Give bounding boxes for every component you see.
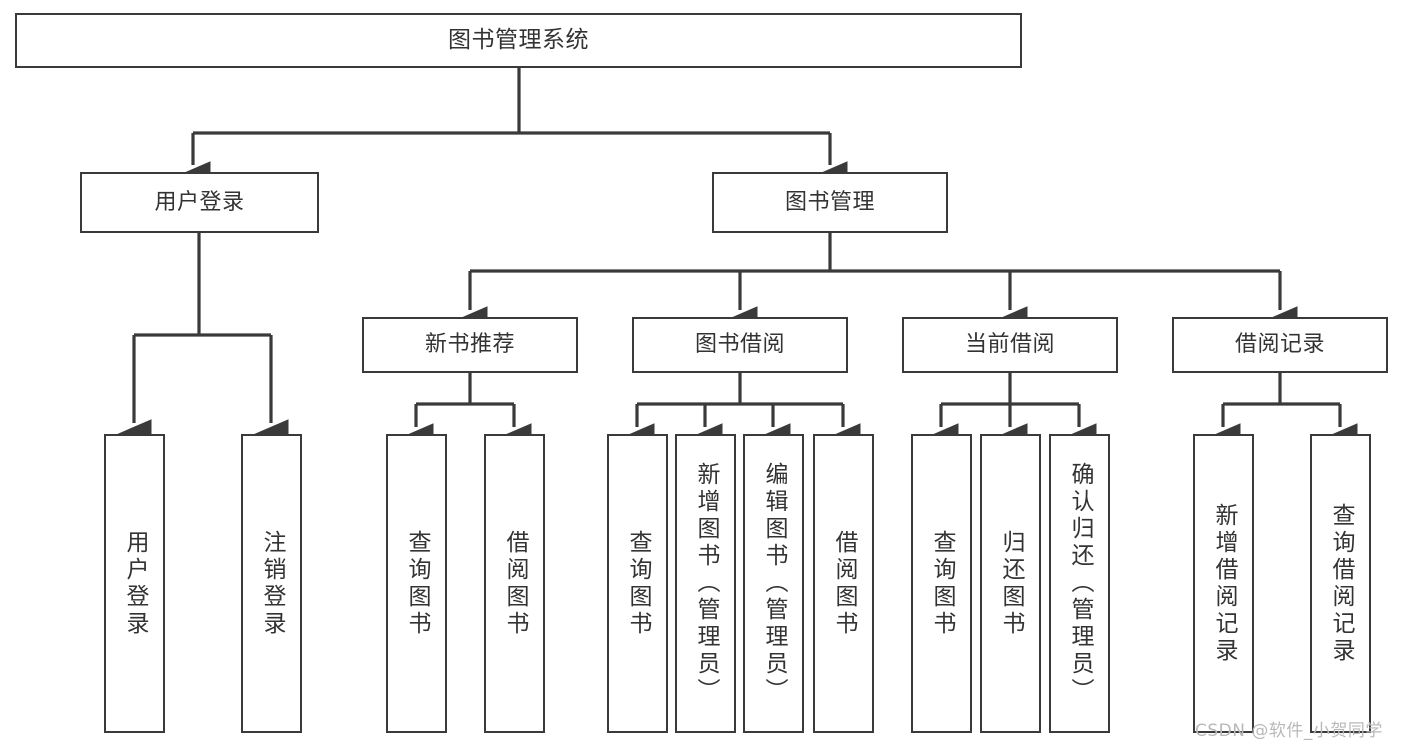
node-leaf-query-book-1[interactable]: 查询图书: [386, 434, 447, 733]
node-leaf-borrow-book-1[interactable]: 借阅图书: [484, 434, 545, 733]
node-new-book-recommend[interactable]: 新书推荐: [362, 317, 578, 373]
node-leaf-add-book[interactable]: 新增图书（管理员）: [675, 434, 736, 733]
node-label: 查询图书: [625, 529, 651, 638]
node-root-system[interactable]: 图书管理系统: [15, 13, 1022, 68]
node-label: 编辑图书（管理员）: [761, 462, 787, 705]
node-label: 用户登录: [122, 529, 148, 638]
node-label: 用户登录: [154, 189, 245, 215]
node-label: 归还图书: [998, 529, 1024, 638]
node-leaf-confirm-return[interactable]: 确认归还（管理员）: [1049, 434, 1110, 733]
node-current-borrow[interactable]: 当前借阅: [902, 317, 1118, 373]
node-label: 新书推荐: [424, 332, 515, 358]
node-leaf-query-book-2[interactable]: 查询图书: [607, 434, 668, 733]
node-label: 注销登录: [259, 529, 285, 638]
node-leaf-add-borrow-record[interactable]: 新增借阅记录: [1193, 434, 1254, 733]
node-leaf-query-book-3[interactable]: 查询图书: [911, 434, 972, 733]
node-label: 新增借阅记录: [1211, 502, 1237, 665]
node-book-borrow[interactable]: 图书借阅: [632, 317, 848, 373]
node-leaf-user-login[interactable]: 用户登录: [104, 434, 165, 733]
node-leaf-query-borrow-record[interactable]: 查询借阅记录: [1310, 434, 1371, 733]
node-label: 查询借阅记录: [1328, 502, 1354, 665]
node-label: 借阅记录: [1234, 332, 1325, 358]
node-label: 借阅图书: [831, 529, 857, 638]
node-leaf-return-book[interactable]: 归还图书: [980, 434, 1041, 733]
node-label: 查询图书: [404, 529, 430, 638]
node-leaf-logout-login[interactable]: 注销登录: [241, 434, 302, 733]
node-label: 借阅图书: [502, 529, 528, 638]
node-book-manage[interactable]: 图书管理: [712, 172, 948, 233]
node-label: 查询图书: [929, 529, 955, 638]
node-borrow-record[interactable]: 借阅记录: [1172, 317, 1388, 373]
node-leaf-edit-book[interactable]: 编辑图书（管理员）: [743, 434, 804, 733]
node-label: 图书借阅: [694, 332, 785, 358]
node-leaf-borrow-book-2[interactable]: 借阅图书: [813, 434, 874, 733]
node-label: 当前借阅: [964, 332, 1055, 358]
node-label: 图书管理系统: [448, 26, 589, 53]
node-label: 确认归还（管理员）: [1067, 462, 1093, 705]
watermark-text: CSDN @软件_小贺同学: [1195, 721, 1383, 741]
node-user-login[interactable]: 用户登录: [80, 172, 319, 233]
node-label: 新增图书（管理员）: [693, 462, 719, 705]
node-label: 图书管理: [784, 189, 875, 215]
